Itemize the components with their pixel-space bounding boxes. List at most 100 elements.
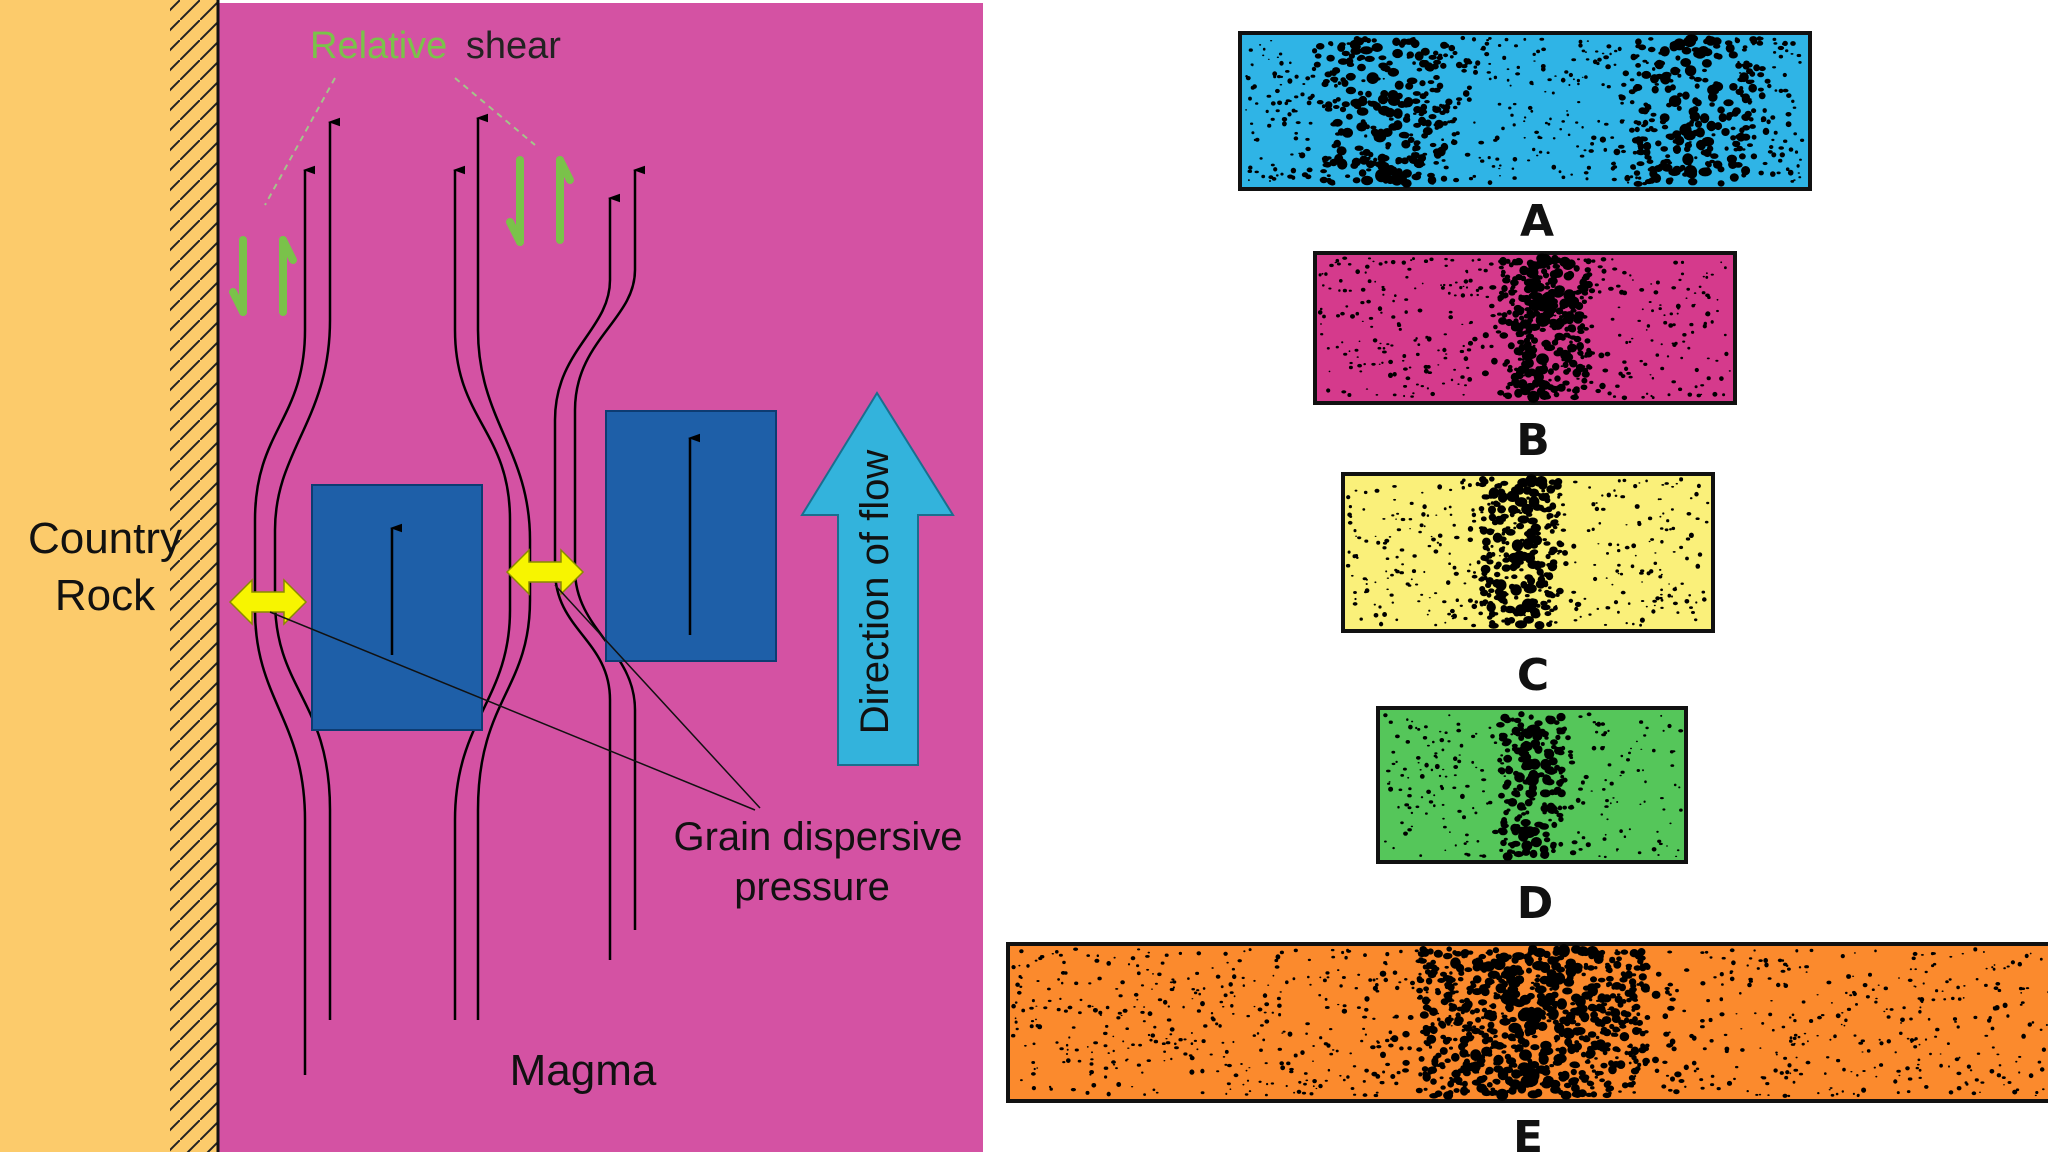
grain — [1413, 140, 1420, 146]
grain — [1393, 108, 1403, 119]
grain — [1789, 1072, 1792, 1075]
grain — [1638, 973, 1647, 981]
grain — [1379, 970, 1387, 977]
grain — [1625, 622, 1628, 625]
grain — [1410, 811, 1414, 815]
grain — [1411, 152, 1416, 158]
grain — [1324, 1079, 1328, 1082]
grain — [1349, 361, 1353, 365]
grain — [1521, 503, 1534, 515]
grain — [1853, 952, 1856, 954]
grain — [1473, 65, 1478, 69]
grain — [1620, 495, 1626, 499]
grain — [1153, 1039, 1159, 1044]
grain — [1820, 1014, 1825, 1017]
grain — [1329, 181, 1336, 186]
grain — [1038, 956, 1043, 961]
grain — [1371, 362, 1376, 366]
grain — [1578, 43, 1583, 48]
grain — [1667, 593, 1672, 598]
grain — [1785, 121, 1792, 128]
grain — [1546, 151, 1550, 154]
grain — [1093, 1041, 1098, 1045]
grain — [1191, 988, 1195, 991]
grain — [1719, 997, 1724, 1002]
grain — [1554, 285, 1565, 295]
grain — [1557, 789, 1566, 798]
grain — [1699, 113, 1710, 124]
grain — [1929, 1052, 1932, 1056]
grain — [1501, 312, 1508, 318]
sample-a-label: A — [1520, 196, 1554, 247]
grain — [1508, 262, 1514, 268]
grain — [1088, 982, 1092, 985]
grain — [1462, 815, 1466, 820]
grain — [1151, 988, 1153, 990]
grain — [1665, 133, 1674, 139]
grain — [1549, 593, 1556, 599]
grain — [1342, 1004, 1347, 1008]
grain — [1689, 75, 1695, 80]
grain — [1660, 343, 1663, 346]
grain — [1594, 951, 1604, 961]
grain — [1669, 1042, 1674, 1047]
grain — [1193, 1039, 1197, 1042]
grain — [1320, 169, 1327, 174]
grain — [1417, 994, 1423, 1000]
grain — [1530, 981, 1535, 985]
grain — [1188, 1054, 1193, 1057]
grain — [1459, 743, 1464, 748]
grain — [1473, 571, 1476, 574]
grain — [1907, 1077, 1913, 1081]
grain — [1250, 85, 1255, 90]
grain — [1514, 305, 1521, 310]
grain — [1341, 1008, 1348, 1014]
grain — [1424, 100, 1430, 104]
grain — [1530, 1044, 1540, 1051]
grain — [1615, 848, 1619, 851]
grain — [1767, 83, 1772, 89]
grain — [1355, 311, 1360, 316]
grain — [1797, 1035, 1801, 1039]
grain — [1914, 968, 1917, 971]
grain — [1203, 1024, 1208, 1028]
grain — [1498, 290, 1505, 296]
sample-C: C — [1341, 472, 1715, 701]
grain — [1467, 526, 1474, 532]
grain — [1482, 537, 1491, 546]
grain — [1686, 512, 1692, 516]
grain — [1485, 295, 1490, 299]
grain — [1918, 1076, 1922, 1079]
grain — [1275, 954, 1281, 960]
grain — [1415, 1087, 1423, 1094]
grain — [1735, 1013, 1738, 1015]
grain — [1553, 482, 1562, 490]
grain — [1643, 734, 1647, 737]
grain — [1350, 98, 1362, 108]
grain — [1587, 350, 1593, 356]
grain — [1528, 488, 1540, 498]
grain — [1539, 537, 1542, 540]
grain — [1321, 104, 1326, 109]
grain — [1841, 1090, 1845, 1093]
grain — [1617, 563, 1621, 567]
grain — [1276, 996, 1281, 1001]
grain — [1512, 276, 1518, 282]
grain — [1598, 352, 1605, 359]
grain — [1580, 1051, 1587, 1058]
grain — [1662, 1060, 1668, 1065]
grain — [1790, 1043, 1796, 1046]
grain — [1553, 350, 1562, 357]
grain — [1555, 317, 1566, 328]
grain — [1729, 83, 1738, 91]
grain — [1479, 1025, 1485, 1030]
grain — [1672, 587, 1678, 592]
grain — [1629, 127, 1635, 133]
grain — [1616, 993, 1621, 996]
grain — [1742, 45, 1748, 49]
grain — [1795, 1056, 1798, 1059]
grain — [1550, 842, 1557, 850]
grain — [1620, 101, 1624, 105]
grain — [1475, 732, 1478, 735]
